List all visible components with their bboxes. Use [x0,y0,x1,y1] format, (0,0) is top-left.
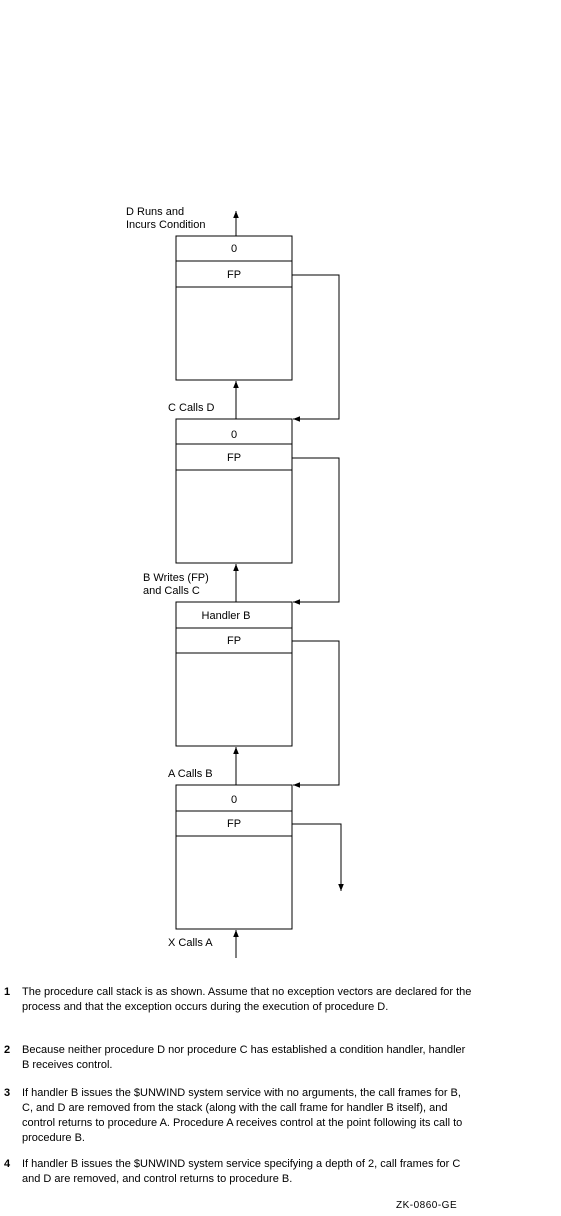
frame-label-d-line1: D Runs and [126,206,184,218]
note-number: 3 [4,1087,11,1099]
frame-handler-slot: 0 [231,429,237,441]
frame-fp-slot: FP [227,452,241,464]
bottom-label: X Calls A [168,937,213,949]
frame-label-b-line2: and Calls C [143,585,200,597]
frame-handler-slot: Handler B [202,610,251,622]
frame-handler-slot: 0 [231,794,237,806]
call-frame-d: 0 FP [175,235,293,381]
call-frame-a: 0 FP [175,784,293,930]
fp-chain-arrows [292,274,344,891]
frame-label-d-line2: Incurs Condition [126,219,206,231]
frame-fp-slot: FP [227,635,241,647]
call-stack-diagram: 0 FP D Runs and Incurs Condition 0 FP C … [126,206,344,958]
frame-label-b-line1: B Writes (FP) [143,572,209,584]
note-text: Because neither procedure D nor procedur… [22,1044,466,1071]
frame-fp-slot: FP [227,269,241,281]
note-number: 4 [4,1158,11,1170]
frame-handler-slot: 0 [231,243,237,255]
call-frame-b: Handler B FP [175,601,293,747]
note-number: 2 [4,1044,11,1056]
frame-label-a: A Calls B [168,768,213,780]
frame-label-c: C Calls D [168,402,215,414]
note-number: 1 [4,986,11,998]
frame-fp-slot: FP [227,818,241,830]
note-text: The procedure call stack is as shown. As… [22,986,472,1013]
note-text: If handler B issues the $UNWIND system s… [22,1087,463,1144]
note-text: If handler B issues the $UNWIND system s… [22,1158,461,1185]
figure-code: ZK-0860-GE [396,1200,458,1211]
call-frame-c: 0 FP [175,418,293,564]
